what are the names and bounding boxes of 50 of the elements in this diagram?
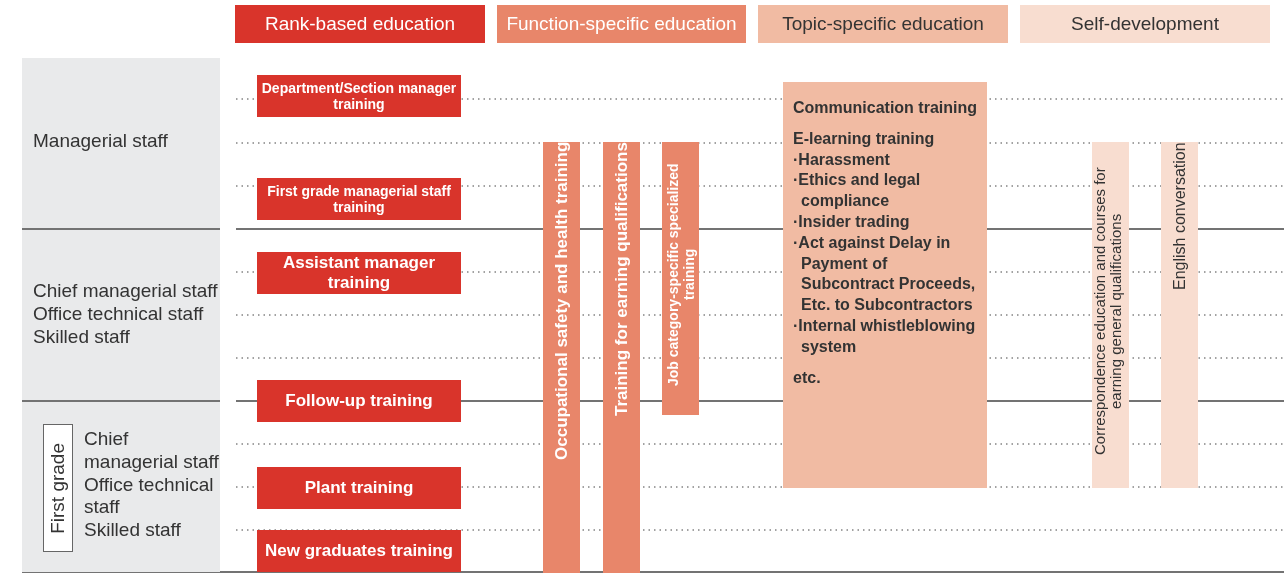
training-box (257, 530, 461, 572)
training-label: E-learning training (793, 128, 936, 149)
row-band (22, 402, 220, 572)
training-label: ·Internal whistleblowing system (793, 315, 977, 357)
training-label: Department/Section manager training (260, 80, 458, 112)
training-bar (662, 142, 699, 415)
staff-label: First grade (46, 442, 69, 534)
training-box (257, 178, 461, 220)
training-bar (543, 142, 580, 573)
staff-label: Chief managerial staff (84, 428, 220, 474)
header-label: Function-specific education (506, 13, 737, 35)
training-label: Plant training (304, 478, 414, 498)
training-box (257, 380, 461, 422)
staff-label: Office technical staff (33, 302, 205, 326)
training-label: First grade managerial staff training (266, 183, 452, 215)
training-label: Occupational safety and health training (551, 142, 572, 461)
row-band (22, 230, 220, 400)
header-label: Rank-based education (264, 13, 456, 35)
column-header (235, 5, 485, 43)
staff-label: Chief managerial staff (33, 280, 219, 303)
staff-label: Skilled staff (84, 519, 182, 542)
column-header (1020, 5, 1270, 43)
training-label: Correspondence education and courses for earning general qualifications (1092, 166, 1125, 457)
training-bar (603, 142, 640, 573)
grade-box (43, 424, 73, 552)
training-label: English conversation (1170, 142, 1189, 290)
training-box (257, 467, 461, 509)
column-header (497, 5, 746, 43)
training-label: New graduates training (265, 541, 453, 561)
staff-label: Office technical staff (84, 473, 215, 520)
header-label: Topic-specific education (782, 13, 984, 35)
staff-label: Managerial staff (33, 130, 169, 153)
training-label: ·Act against Delay in Payment of Subcontract Proceeds, Etc. to Subcontractors (793, 232, 977, 316)
topic-box (783, 82, 987, 488)
training-label: Job category-specific specialized training (664, 162, 697, 388)
column-header (758, 5, 1008, 43)
training-label: ·Harassment (793, 149, 891, 170)
training-label: Communication training (793, 98, 977, 118)
training-label: ·Insider trading (793, 212, 911, 232)
training-label: Training for earning qualifications (611, 142, 632, 416)
training-label: etc. (793, 367, 822, 388)
training-bar (1092, 142, 1129, 488)
staff-label: Skilled staff (33, 325, 131, 349)
training-label: ·Ethics and legal compliance (793, 170, 922, 212)
row-band (22, 58, 220, 228)
training-label: Follow-up training (285, 391, 433, 411)
training-label: Assistant manager training (281, 253, 437, 293)
training-box (257, 252, 461, 294)
training-bar (1161, 142, 1198, 488)
header-label: Self-development (1071, 13, 1219, 35)
